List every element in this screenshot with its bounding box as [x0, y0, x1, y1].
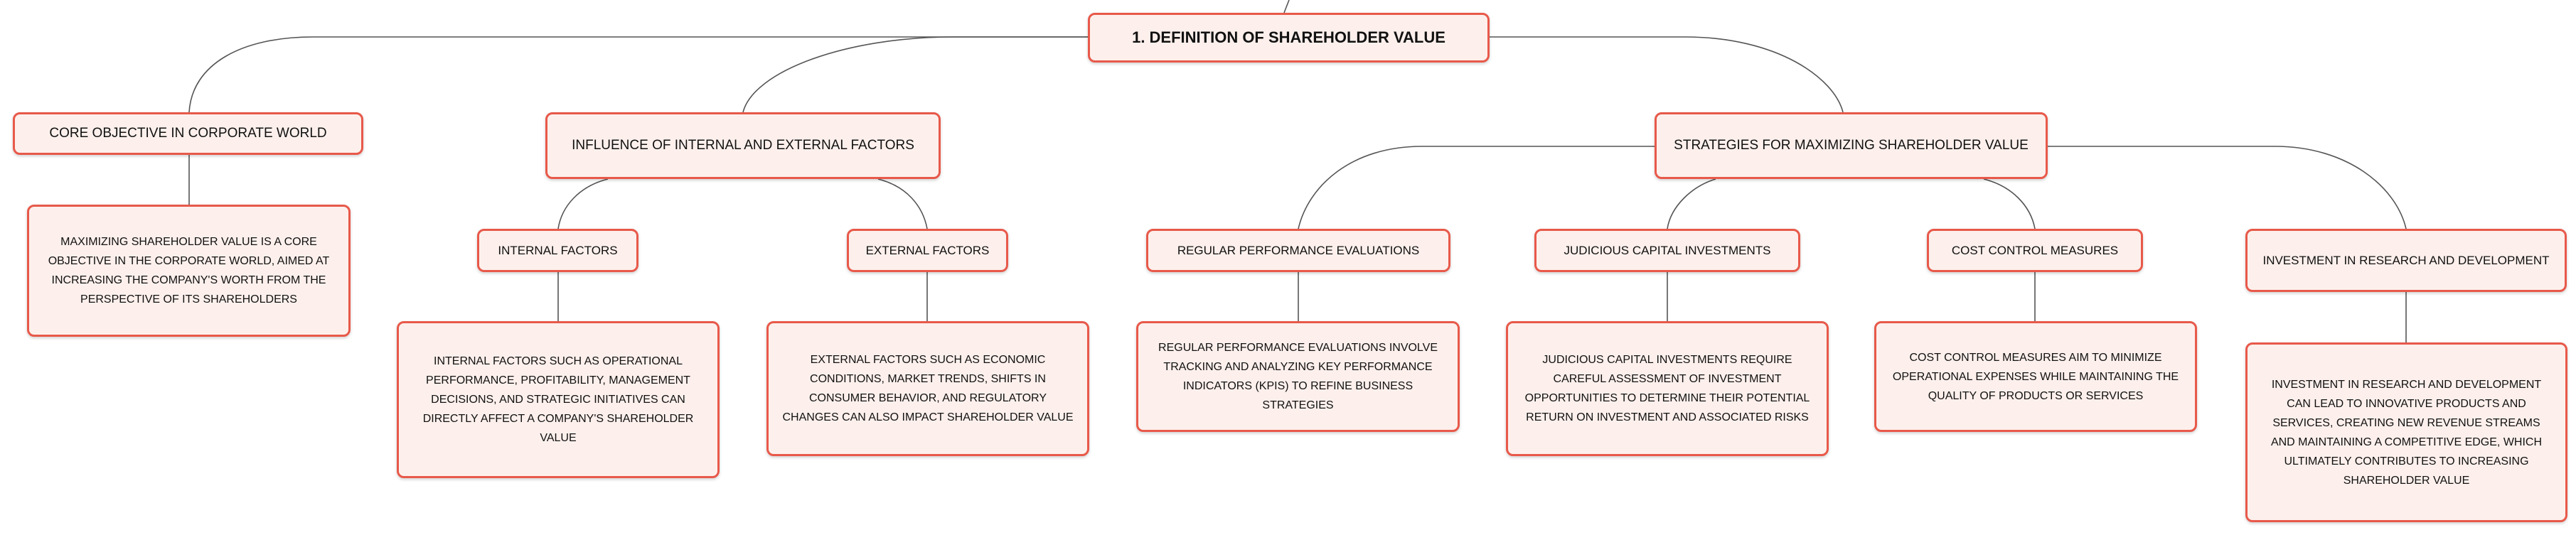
capital-investments-node[interactable]: JUDICIOUS CAPITAL INVESTMENTS	[1534, 229, 1800, 272]
capital-investments-detail-node[interactable]: JUDICIOUS CAPITAL INVESTMENTS REQUIRE CA…	[1506, 321, 1829, 456]
connector-strategies-research	[2048, 146, 2407, 229]
capital-investments-detail: JUDICIOUS CAPITAL INVESTMENTS REQUIRE CA…	[1524, 354, 1810, 423]
connector-root-strategies	[1490, 36, 1844, 113]
core-objective-node[interactable]: CORE OBJECTIVE IN CORPORATE WORLD	[13, 112, 363, 155]
connector-strategies-evaluations	[1298, 146, 1655, 229]
internal-factors-node[interactable]: INTERNAL FACTORS	[477, 229, 638, 272]
performance-evaluations-detail: REGULAR PERFORMANCE EVALUATIONS INVOLVE …	[1158, 342, 1438, 411]
connector-root-core	[188, 36, 1088, 113]
capital-investments-title: JUDICIOUS CAPITAL INVESTMENTS	[1564, 243, 1771, 257]
research-development-detail: INVESTMENT IN RESEARCH AND DEVELOPMENT C…	[2270, 378, 2543, 487]
root-title: 1. DEFINITION OF SHAREHOLDER VALUE	[1132, 28, 1445, 46]
connector-influence-external	[877, 178, 928, 229]
performance-evaluations-node[interactable]: REGULAR PERFORMANCE EVALUATIONS	[1146, 229, 1450, 272]
cost-control-title: COST CONTROL MEASURES	[1951, 243, 2119, 257]
research-development-detail-node[interactable]: INVESTMENT IN RESEARCH AND DEVELOPMENT C…	[2245, 342, 2567, 522]
core-objective-title: CORE OBJECTIVE IN CORPORATE WORLD	[49, 126, 327, 141]
core-objective-detail: MAXIMIZING SHAREHOLDER VALUE IS A CORE O…	[48, 236, 330, 306]
internal-factors-detail: INTERNAL FACTORS SUCH AS OPERATIONAL PER…	[422, 355, 694, 444]
external-factors-node[interactable]: EXTERNAL FACTORS	[847, 229, 1008, 272]
performance-evaluations-detail-node[interactable]: REGULAR PERFORMANCE EVALUATIONS INVOLVE …	[1136, 321, 1460, 432]
internal-factors-detail-node[interactable]: INTERNAL FACTORS SUCH AS OPERATIONAL PER…	[397, 321, 720, 478]
cost-control-detail-node[interactable]: COST CONTROL MEASURES AIM TO MINIMIZE OP…	[1874, 321, 2197, 432]
external-factors-detail: EXTERNAL FACTORS SUCH AS ECONOMIC CONDIT…	[782, 354, 1074, 423]
connector-influence-internal	[557, 178, 609, 229]
root-node[interactable]: 1. DEFINITION OF SHAREHOLDER VALUE	[1088, 13, 1490, 63]
cost-control-node[interactable]: COST CONTROL MEASURES	[1927, 229, 2143, 272]
connector-strategies-costs	[1983, 178, 2036, 229]
external-factors-detail-node[interactable]: EXTERNAL FACTORS SUCH AS ECONOMIC CONDIT…	[766, 321, 1089, 456]
strategies-title: STRATEGIES FOR MAXIMIZING SHAREHOLDER VA…	[1674, 138, 2029, 153]
internal-factors-title: INTERNAL FACTORS	[498, 243, 618, 257]
influence-title: INFLUENCE OF INTERNAL AND EXTERNAL FACTO…	[572, 138, 914, 153]
connector-strategies-investments	[1667, 178, 1716, 229]
cost-control-detail: COST CONTROL MEASURES AIM TO MINIMIZE OP…	[1892, 351, 2179, 402]
connector-root-influence	[742, 36, 1088, 113]
core-objective-detail-node[interactable]: MAXIMIZING SHAREHOLDER VALUE IS A CORE O…	[27, 205, 351, 337]
connector-root-parent	[1283, 0, 1290, 13]
research-development-title: INVESTMENT IN RESEARCH AND DEVELOPMENT	[2262, 253, 2550, 267]
external-factors-title: EXTERNAL FACTORS	[865, 243, 990, 257]
strategies-node[interactable]: STRATEGIES FOR MAXIMIZING SHAREHOLDER VA…	[1655, 112, 2048, 179]
performance-evaluations-title: REGULAR PERFORMANCE EVALUATIONS	[1177, 243, 1420, 257]
influence-node[interactable]: INFLUENCE OF INTERNAL AND EXTERNAL FACTO…	[545, 112, 941, 179]
research-development-node[interactable]: INVESTMENT IN RESEARCH AND DEVELOPMENT	[2245, 229, 2567, 292]
